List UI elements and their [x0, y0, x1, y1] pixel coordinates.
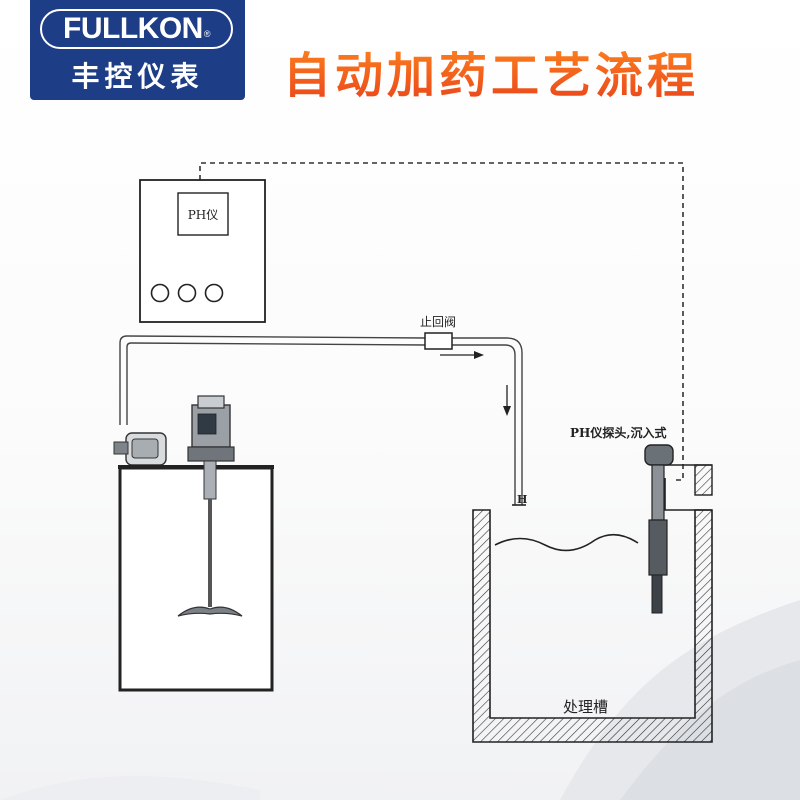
stirrer-impeller [177, 606, 243, 617]
tank-label: 处理槽 [563, 698, 608, 716]
brand-name-cn: 丰控仪表 [71, 60, 204, 93]
flow-arrow-down [503, 385, 511, 416]
dosing-pipe [119, 335, 523, 505]
check-valve-label: 止回阀 [420, 315, 456, 329]
water-surface [494, 533, 639, 552]
registered-mark: ® [203, 29, 211, 39]
check-valve [424, 332, 453, 350]
dosing-tank [118, 466, 274, 692]
ph-meter-label: PH仪 [188, 208, 219, 222]
page-title: 自动加药工艺流程 [283, 36, 699, 106]
ph-meter-display [177, 192, 229, 236]
brand-logo: FULLKON® 丰控仪表 [30, 0, 245, 100]
ph-meter-knob [204, 283, 224, 303]
probe-bracket-wall [694, 464, 713, 496]
ph-meter-knob [177, 283, 197, 303]
stirrer-shaft [203, 460, 217, 607]
probe-bracket [664, 478, 712, 511]
ph-meter-knob [150, 283, 170, 303]
dosing-point-label: H [517, 493, 527, 506]
brand-pill: FULLKON® [40, 9, 233, 49]
brand-name-en: FULLKON [63, 12, 203, 45]
ph-probe [644, 444, 674, 614]
ph-probe-label: PH仪探头,沉入式 [570, 425, 667, 440]
metering-pump [113, 432, 167, 466]
flow-arrow [440, 351, 484, 359]
stirrer-motor [187, 395, 235, 462]
signal-line [199, 162, 684, 481]
